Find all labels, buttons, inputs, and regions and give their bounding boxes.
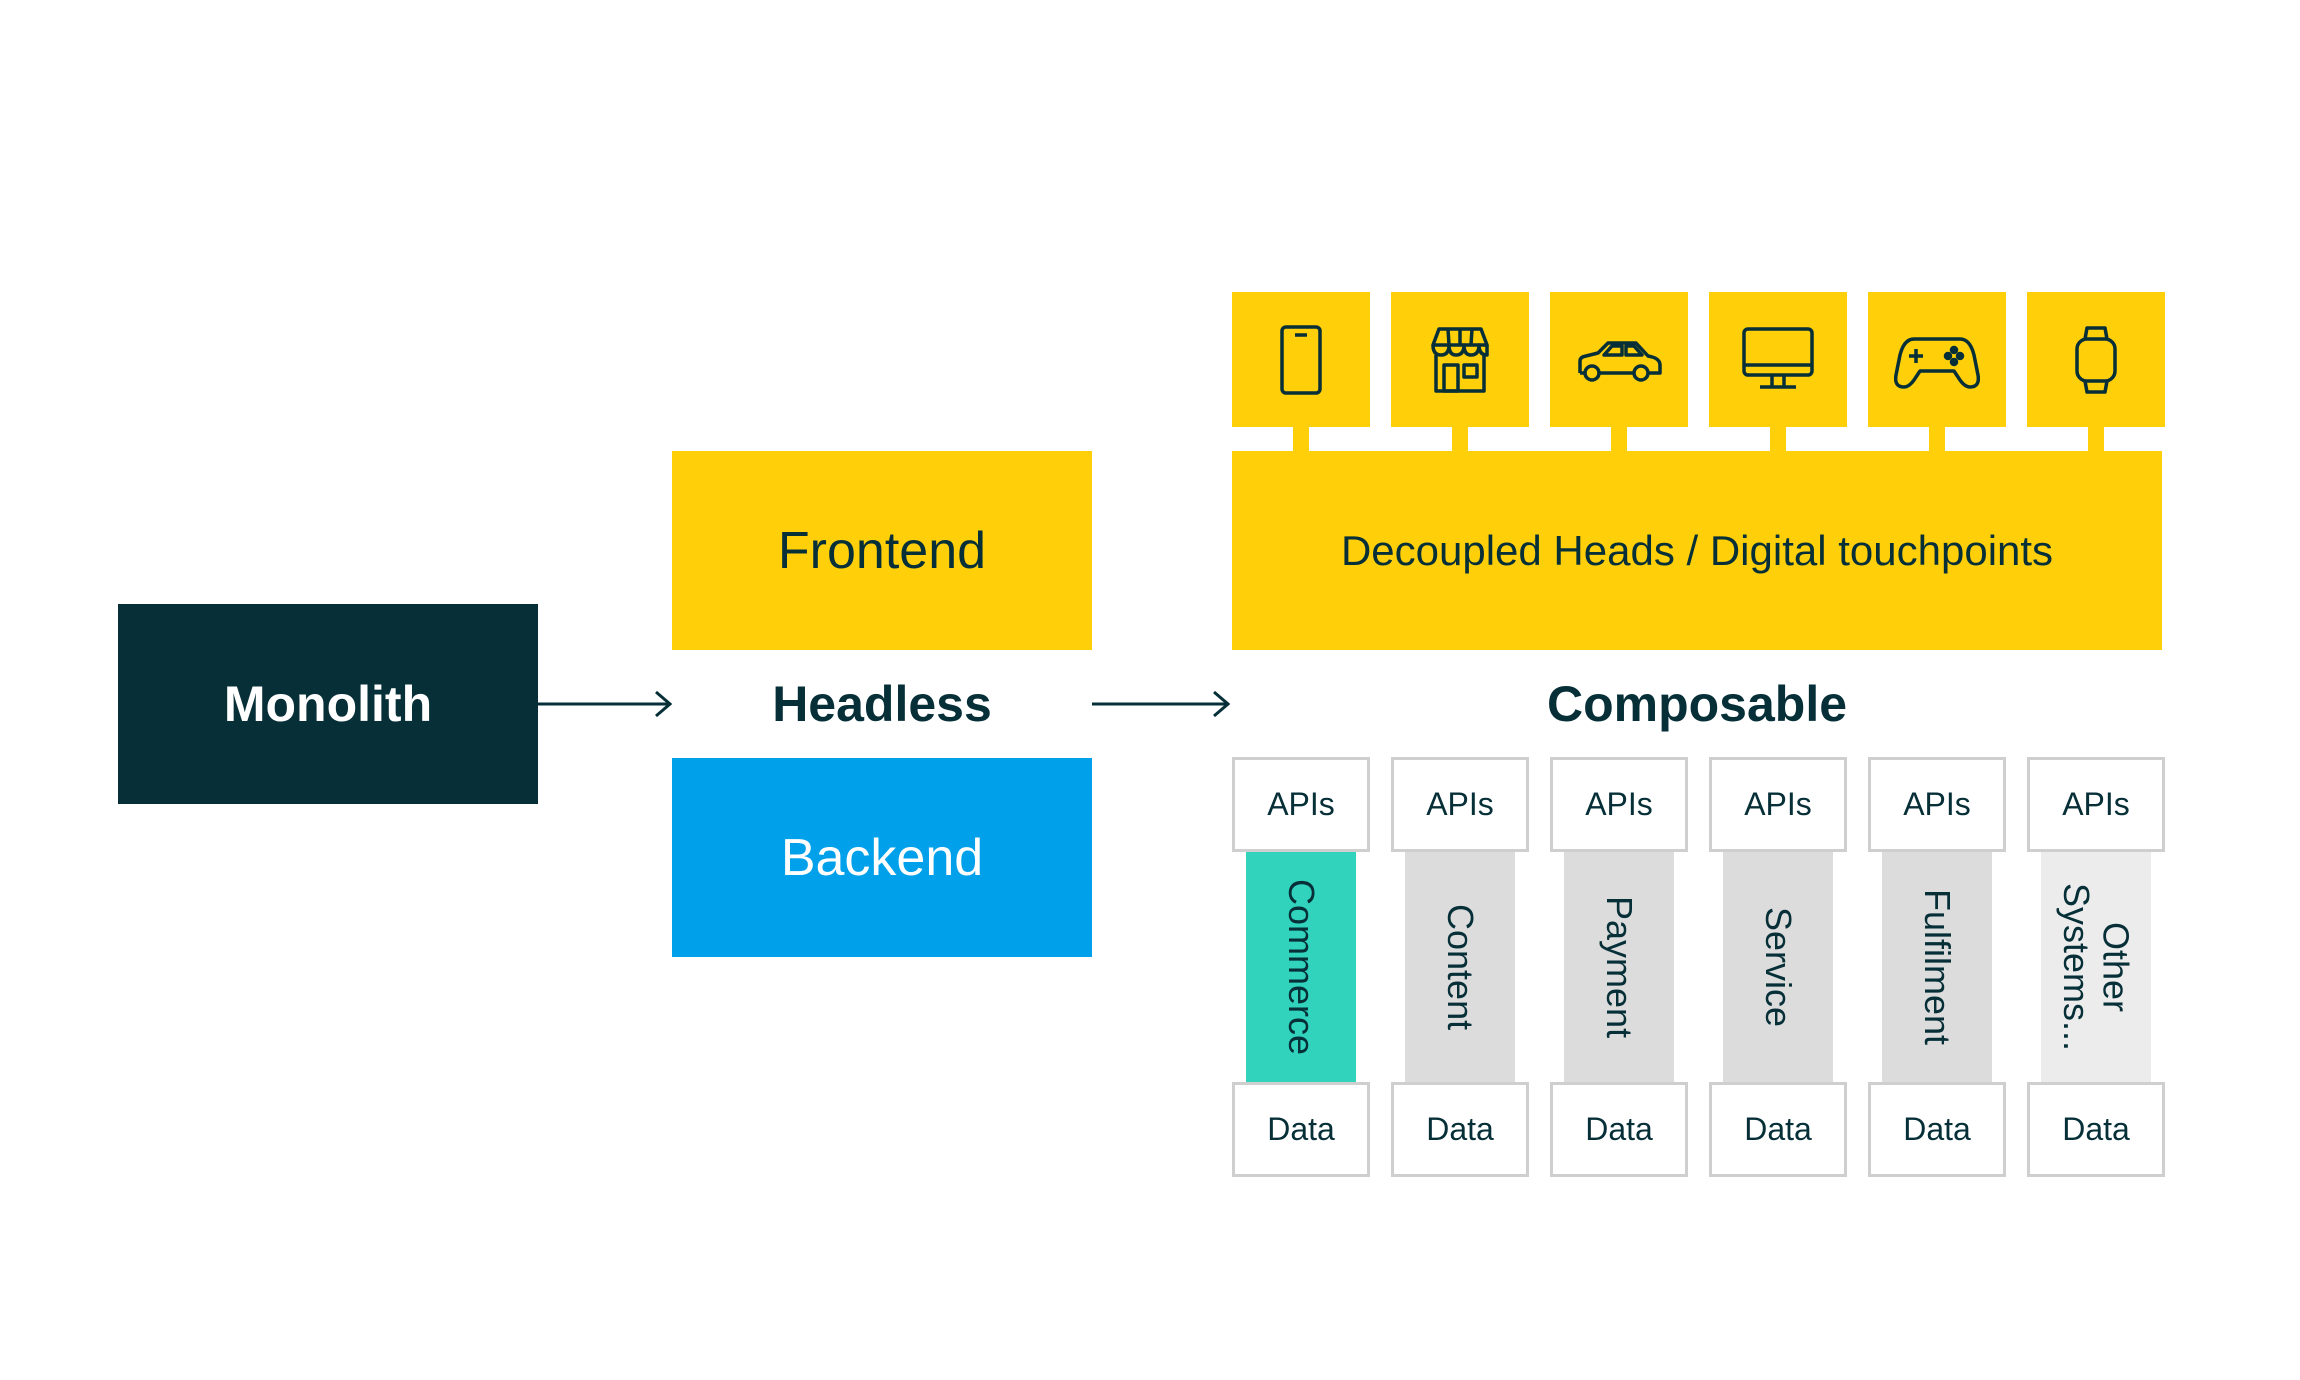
data-box: Data xyxy=(1232,1082,1370,1177)
device-gamepad xyxy=(1868,292,2006,427)
smartphone-icon xyxy=(1280,324,1322,395)
connector xyxy=(1929,426,1945,452)
storefront-icon xyxy=(1431,326,1489,393)
device-storefront xyxy=(1391,292,1529,427)
system-label: Fulfilment xyxy=(1916,888,1958,1046)
data-box: Data xyxy=(1709,1082,1847,1177)
system-label: Commerce xyxy=(1280,878,1322,1056)
gamepad-icon xyxy=(1894,336,1980,389)
system-service: Service xyxy=(1723,852,1833,1082)
desktop-monitor-icon xyxy=(1742,326,1814,389)
device-smartwatch xyxy=(2027,292,2165,427)
api-box: APIs xyxy=(1868,757,2006,852)
system-label: Content xyxy=(1439,903,1481,1031)
api-box: APIs xyxy=(1232,757,1370,852)
data-box: Data xyxy=(2027,1082,2165,1177)
data-box: Data xyxy=(1868,1082,2006,1177)
connector xyxy=(1770,426,1786,452)
connector xyxy=(1452,426,1468,452)
smartwatch-icon xyxy=(2075,325,2117,394)
system-other: Other Systems... xyxy=(2041,852,2151,1082)
api-box: APIs xyxy=(1391,757,1529,852)
headless-title: Headless xyxy=(772,676,992,732)
system-commerce: Commerce xyxy=(1246,852,1356,1082)
connector xyxy=(1611,426,1627,452)
car-icon xyxy=(1578,340,1662,382)
api-box: APIs xyxy=(1709,757,1847,852)
connector xyxy=(2088,426,2104,452)
composable-title: Composable xyxy=(1546,676,1848,732)
device-smartphone xyxy=(1232,292,1370,427)
api-box: APIs xyxy=(2027,757,2165,852)
backend-box: Backend xyxy=(672,758,1092,957)
frontend-box: Frontend xyxy=(672,451,1092,650)
api-box: APIs xyxy=(1550,757,1688,852)
system-label: Payment xyxy=(1598,895,1640,1039)
system-content: Content xyxy=(1405,852,1515,1082)
system-fulfilment: Fulfilment xyxy=(1882,852,1992,1082)
device-desktop xyxy=(1709,292,1847,427)
data-box: Data xyxy=(1391,1082,1529,1177)
system-payment: Payment xyxy=(1564,852,1674,1082)
system-label: Other Systems... xyxy=(2056,882,2137,1052)
monolith-box: Monolith xyxy=(118,604,538,804)
connector xyxy=(1293,426,1309,452)
decoupled-heads-bar: Decoupled Heads / Digital touchpoints xyxy=(1232,451,2162,650)
data-box: Data xyxy=(1550,1082,1688,1177)
system-label: Service xyxy=(1757,906,1799,1028)
device-car xyxy=(1550,292,1688,427)
